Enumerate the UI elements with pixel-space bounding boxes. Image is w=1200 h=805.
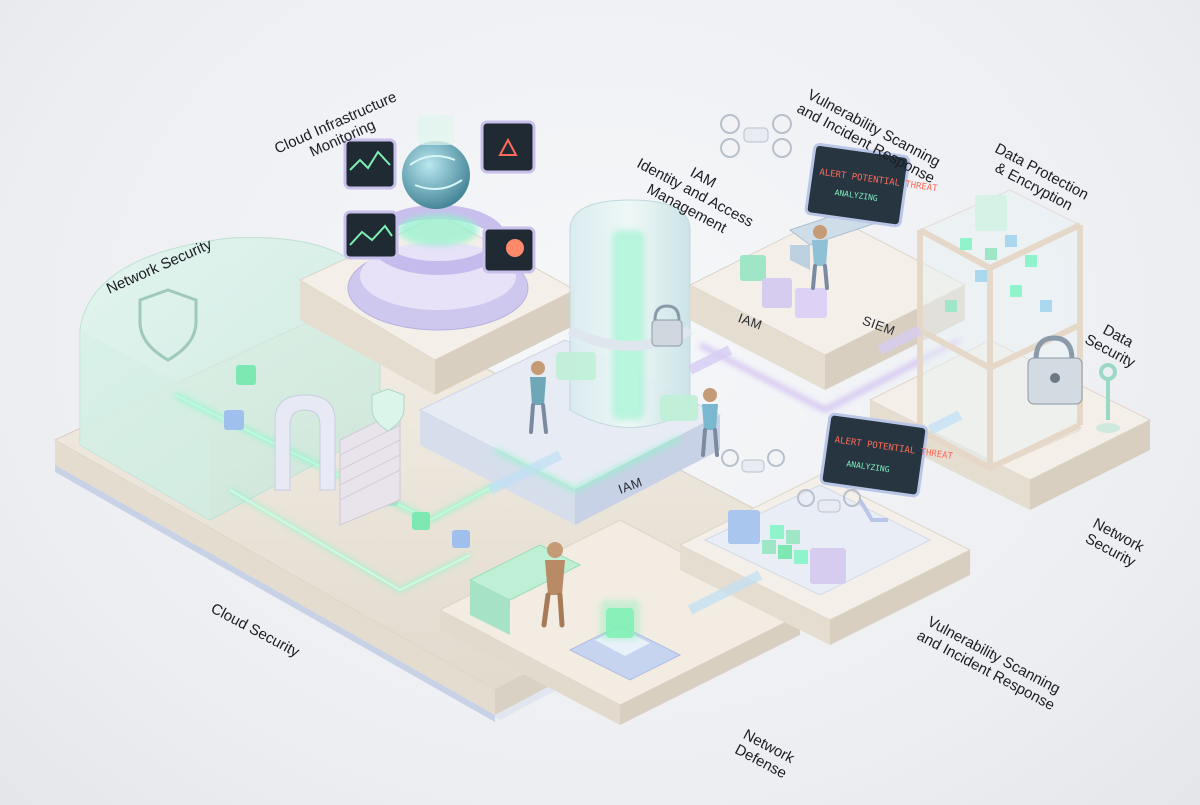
id-card-panel [556, 352, 596, 380]
drone-icon [721, 115, 791, 157]
globe-icon [402, 141, 470, 209]
data-cube [236, 365, 256, 385]
key-icon [1101, 365, 1115, 379]
data-cube [452, 530, 470, 548]
person-figure [703, 388, 717, 402]
person-figure [813, 225, 827, 239]
id-card-panel [660, 395, 698, 421]
data-cube [412, 512, 430, 530]
person-figure [547, 542, 563, 558]
data-cube [224, 410, 244, 430]
document-icon [975, 195, 1007, 231]
person-figure [531, 361, 545, 375]
drone-icon [722, 450, 784, 472]
